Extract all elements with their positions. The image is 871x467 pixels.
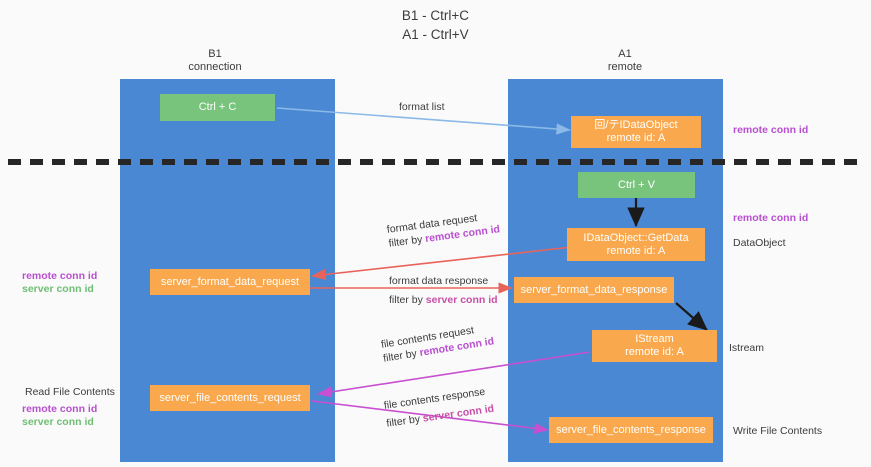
node-istream-label: IStream: [635, 333, 674, 345]
edge-label-file-contents-response: file contents response filter by server …: [383, 384, 495, 431]
node-idataobject-remote-id: remote id: A: [606, 132, 666, 144]
side-label-server-conn-id-left-mid: server conn id: [22, 283, 94, 295]
edge-label-format-data-response: format data response filter by server co…: [389, 274, 498, 307]
lane-header-b1-name: B1: [208, 48, 222, 60]
node-idataobject-label: 回/テIDataObject: [594, 119, 678, 131]
edge-label-format-data-request: format data request filter by remote con…: [386, 208, 501, 250]
side-label-remote-conn-id-left-mid: remote conn id: [22, 270, 98, 282]
node-istream[interactable]: IStream remote id: A: [592, 330, 717, 362]
edge-label-format-data-response-line2: filter by server conn id: [389, 293, 498, 307]
node-server-format-data-response-label: server_format_data_response: [520, 283, 668, 296]
node-ctrl-c-label: Ctrl + C: [198, 101, 237, 113]
node-server-format-data-request[interactable]: server_format_data_request: [150, 269, 310, 295]
node-server-format-data-request-label: server_format_data_request: [160, 275, 300, 288]
side-label-dataobject: DataObject: [733, 237, 786, 249]
lane-header-b1-sub: connection: [188, 61, 242, 73]
node-server-file-contents-request[interactable]: server_file_contents_request: [150, 385, 310, 411]
side-label-istream: Istream: [729, 342, 765, 354]
edge-label-format-data-response-line1: format data response: [389, 275, 489, 287]
lane-header-b1: B1 connection: [155, 48, 275, 74]
node-istream-remote-id: remote id: A: [625, 346, 684, 358]
side-label-write-file-contents: Write File Contents: [733, 425, 823, 437]
node-getdata-label: IDataObject::GetData: [583, 231, 689, 244]
node-idataobject[interactable]: 回/テIDataObject remote id: A: [571, 116, 701, 148]
edge-label-format-list: format list: [399, 100, 445, 114]
node-server-format-data-response[interactable]: server_format_data_response: [514, 277, 674, 303]
lane-header-a1-name: A1: [618, 48, 632, 60]
node-server-file-contents-response[interactable]: server_file_contents_response: [549, 417, 713, 443]
side-label-remote-conn-id-mid: remote conn id: [733, 212, 809, 224]
node-ctrl-v-label: Ctrl + V: [618, 178, 655, 191]
title-line-1: B1 - Ctrl+C: [401, 8, 470, 23]
side-label-remote-conn-id-left-bottom: remote conn id: [22, 403, 98, 415]
filter-by-prefix: filter by: [385, 412, 424, 430]
filter-by-prefix: filter by: [389, 294, 426, 306]
node-ctrl-c[interactable]: Ctrl + C: [160, 94, 275, 121]
filter-by-prefix: filter by: [387, 233, 426, 250]
node-server-file-contents-response-label: server_file_contents_response: [556, 423, 706, 436]
edge-label-format-list-line1: format list: [399, 101, 445, 113]
node-ctrl-v[interactable]: Ctrl + V: [578, 172, 695, 198]
title-line-2: A1 - Ctrl+V: [402, 27, 469, 42]
diagram-title: B1 - Ctrl+C A1 - Ctrl+V: [0, 6, 871, 44]
edge-label-file-contents-request: file contents request filter by remote c…: [380, 320, 495, 365]
side-label-read-file-contents: Read File Contents: [25, 386, 115, 398]
side-label-server-conn-id-left-bottom: server conn id: [22, 416, 94, 428]
filter-key-server-conn-id: server conn id: [425, 294, 498, 306]
node-server-file-contents-request-label: server_file_contents_request: [159, 391, 301, 404]
node-idataobject-getdata[interactable]: IDataObject::GetData remote id: A: [567, 228, 705, 261]
lane-header-a1: A1 remote: [565, 48, 685, 74]
side-label-remote-conn-id-top: remote conn id: [733, 124, 809, 136]
lane-header-a1-sub: remote: [607, 61, 643, 73]
node-getdata-remote-id: remote id: A: [606, 244, 666, 257]
